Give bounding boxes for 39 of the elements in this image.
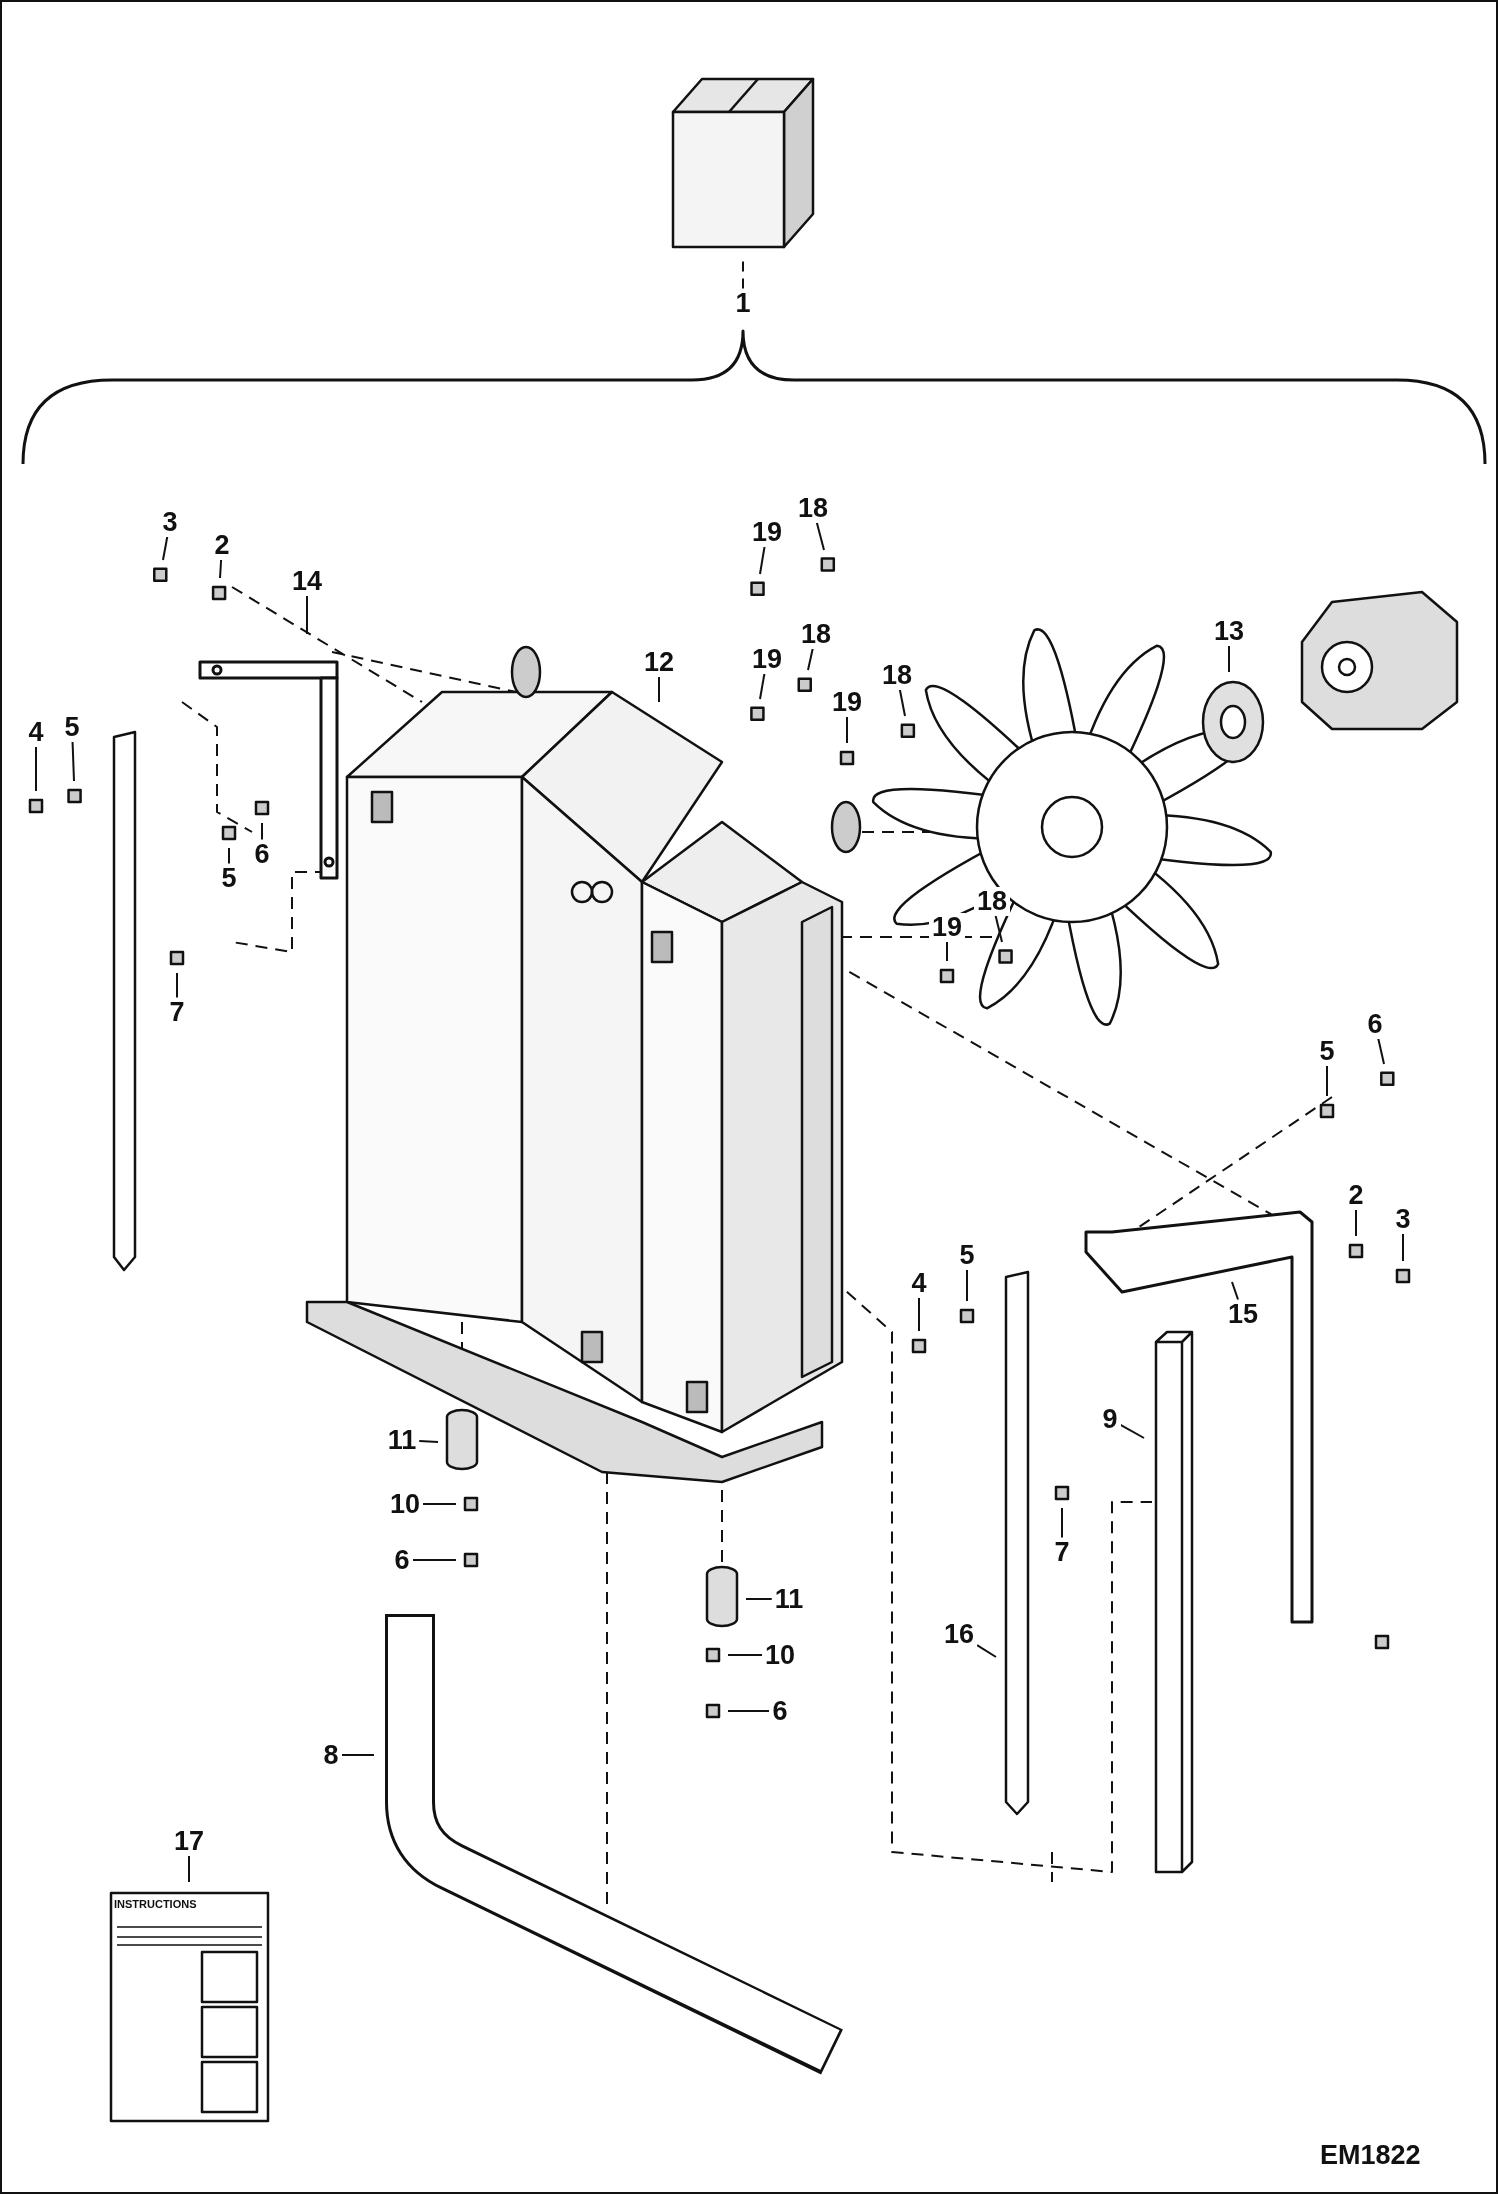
leader-line [759,545,766,575]
leader-line [815,521,825,551]
leader-line [759,672,766,700]
leader-line [918,1296,920,1332]
leader-line [727,1654,763,1656]
leader-line [422,1503,457,1505]
leader-line [261,822,263,841]
leader-line [1377,1037,1385,1065]
leader-line [411,1559,457,1561]
leader-line [1402,1232,1404,1262]
leader-line [35,745,37,792]
leader-line [418,1439,439,1443]
callout-number: 19 [928,912,965,942]
leader-line [188,1854,190,1883]
leader-line [966,1268,968,1302]
leader-line [71,740,75,782]
leader-line [176,972,178,999]
leader-line [658,675,660,703]
leader-line [846,715,848,744]
leader-line [807,647,814,671]
leader-line [1355,1208,1357,1237]
leader-line [162,535,169,561]
leader-line [340,1754,375,1756]
leader-line [994,914,1003,943]
manual-title: INSTRUCTIONS [114,1899,197,1910]
leader-line [976,1644,997,1658]
leader-line [306,594,308,635]
leader-line [1228,644,1230,673]
leader-line [745,1598,773,1600]
leader-line [228,847,230,865]
leader-line [1231,1281,1239,1301]
drawing-number: EM1822 [1320,2142,1421,2169]
leader-line [1061,1507,1063,1539]
leader-line [898,688,906,717]
leader-line [219,558,223,579]
leader-line [1119,1423,1145,1439]
leader-line [946,940,948,962]
leader-line [727,1710,771,1712]
leader-line [1326,1064,1328,1097]
